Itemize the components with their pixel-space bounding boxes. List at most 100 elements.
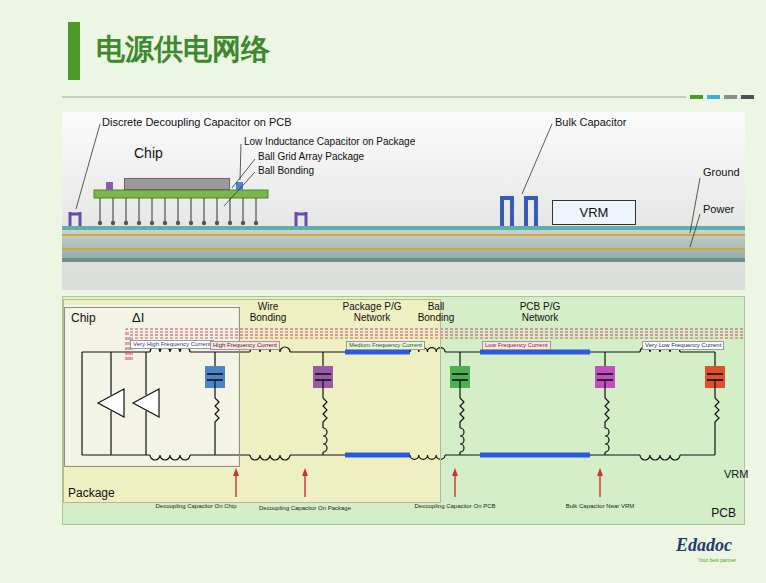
pcb-bottom-layer — [62, 258, 745, 262]
solder-ball — [98, 221, 102, 225]
header-dash — [741, 95, 754, 99]
title-bar — [68, 22, 80, 80]
bulk-capacitor — [502, 196, 512, 226]
die-body — [124, 178, 230, 190]
slide-title: 电源供电网络 — [96, 34, 270, 66]
part-label: Discrete Decoupling Capacitor on PCB — [102, 116, 292, 128]
wire — [714, 380, 715, 398]
pcb-board — [62, 226, 745, 262]
arrowhead — [233, 468, 239, 476]
node-label: PCB — [711, 507, 736, 520]
solder-ball — [137, 221, 141, 225]
wire — [110, 411, 111, 455]
schematic — [82, 329, 745, 497]
wire — [304, 474, 305, 497]
ball-lead — [100, 198, 101, 222]
power-plane — [62, 248, 745, 250]
ball-lead — [178, 198, 179, 222]
node-label: VRM — [553, 205, 635, 219]
chip-region: Chip — [64, 307, 240, 467]
current-step-label: ΔI — [132, 311, 144, 325]
resistor-symbol — [215, 398, 219, 424]
wire — [190, 351, 250, 352]
arrowhead — [452, 468, 458, 476]
resistor-symbol — [323, 398, 327, 424]
current-path — [132, 338, 745, 360]
wire — [82, 351, 150, 352]
vrm-label: VRM — [724, 468, 748, 480]
resistor-symbol — [605, 398, 609, 424]
layer-label: Ground — [703, 166, 740, 178]
pcb-capacitor — [296, 212, 306, 226]
current-label: Very High Frequency Current — [130, 340, 214, 349]
ball-lead — [256, 198, 257, 222]
node-label: Chip — [71, 312, 96, 325]
ground-plane — [62, 234, 745, 236]
wire — [604, 380, 605, 398]
buffer-symbol — [133, 389, 159, 417]
part-label: Ball Bonding — [258, 165, 314, 176]
ball-lead — [113, 198, 114, 222]
wire — [322, 452, 323, 455]
wire — [290, 454, 345, 455]
wire — [190, 454, 250, 455]
package-region: Package Chip — [63, 299, 441, 503]
pcb-top-layer — [62, 226, 745, 230]
wire — [445, 454, 480, 455]
wire — [145, 411, 146, 455]
inductor-symbol — [605, 428, 609, 452]
solder-ball — [163, 221, 167, 225]
resistor-symbol — [460, 398, 464, 424]
wire — [214, 424, 215, 455]
wire — [214, 380, 215, 398]
layer-label: Power — [703, 203, 734, 215]
current-path — [130, 335, 745, 360]
ball-lead — [243, 198, 244, 222]
callout-label: Bulk Capacitor Near VRM — [566, 503, 635, 510]
ball-lead — [165, 198, 166, 222]
wire — [207, 373, 223, 375]
part-label: Bulk Capacitor — [555, 116, 627, 128]
inductor-symbol — [323, 428, 327, 452]
node-label: Package — [68, 487, 115, 500]
section-label: Package P/G Network — [338, 301, 406, 323]
bga-balls — [98, 198, 258, 225]
current-path — [128, 332, 745, 360]
callout-label: Decoupling Capacitor On Chip — [155, 503, 236, 510]
callout-label: Decoupling Capacitor On Package — [259, 505, 351, 512]
wire — [81, 352, 82, 455]
wire — [110, 352, 111, 395]
header-rule — [62, 97, 686, 98]
arrowhead — [597, 468, 603, 476]
solder-ball — [111, 221, 115, 225]
solder-ball — [202, 221, 206, 225]
arrowhead — [302, 468, 308, 476]
wire — [345, 350, 410, 355]
chip-die: Chip — [118, 146, 230, 190]
solder-ball — [150, 221, 154, 225]
leader-lines — [76, 124, 700, 247]
solder-ball — [124, 221, 128, 225]
wire — [145, 352, 146, 395]
wire — [707, 373, 723, 375]
ball-lead — [152, 198, 153, 222]
resistor-symbol — [715, 398, 719, 424]
current-label: Medium Frequency Current — [346, 341, 425, 350]
pcb-region: PCB Package Chip — [62, 296, 745, 525]
node-label: Chip — [134, 146, 163, 161]
part-label: Low Inductance Capacitor on Package — [244, 136, 415, 147]
wire — [480, 453, 590, 458]
wire — [445, 351, 480, 352]
solder-ball — [241, 221, 245, 225]
section-label: PCB P/G Network — [500, 301, 580, 323]
solder-ball — [228, 221, 232, 225]
logo-text: Edadoc — [676, 536, 732, 556]
logo-tagline: Your best partner — [698, 558, 736, 564]
wire — [459, 380, 460, 398]
current-label: Low Frequency Current — [482, 341, 551, 350]
solder-ball — [189, 221, 193, 225]
ball-lead — [204, 198, 205, 222]
solder-ball — [254, 221, 258, 225]
wire — [604, 452, 605, 455]
solder-ball — [215, 221, 219, 225]
